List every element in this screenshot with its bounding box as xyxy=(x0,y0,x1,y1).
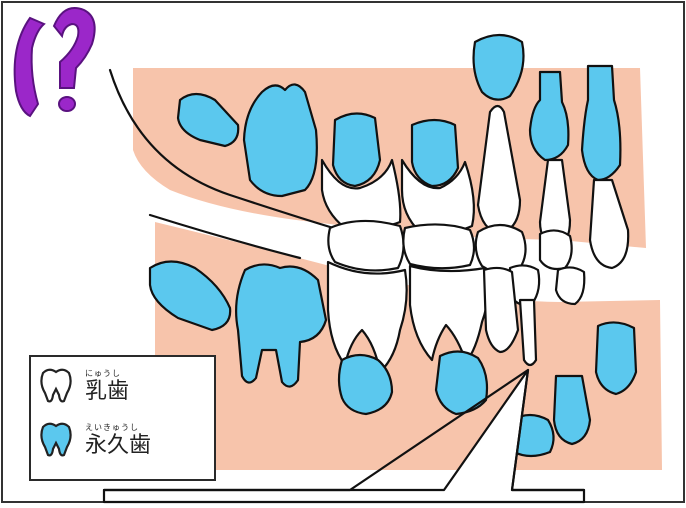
upper-permanent-molar-1 xyxy=(333,113,380,186)
primary-incisor-crown-upper xyxy=(540,230,572,269)
lower-permanent-premolar-2 xyxy=(436,351,487,414)
upper-primary-molar-1-crown xyxy=(403,224,474,268)
upper-primary-molar-2-crown xyxy=(328,221,403,270)
primary-label: 乳歯 xyxy=(85,381,129,403)
upper-permanent-molar-2 xyxy=(244,84,317,196)
permanent-tooth-icon xyxy=(39,421,73,457)
primary-incisor-crown-lower-2 xyxy=(556,267,584,304)
permanent-label: 永久歯 xyxy=(85,435,151,457)
lower-permanent-incisor xyxy=(596,322,636,394)
question-glyph-icon xyxy=(2,0,102,126)
legend-row-permanent: えいきゅうし 永久歯 xyxy=(39,421,151,457)
lower-permanent-canine xyxy=(554,376,590,444)
tooth-legend: にゅうし 乳歯 えいきゅうし 永久歯 xyxy=(29,355,216,481)
primary-ruby: にゅうし xyxy=(85,370,129,378)
upper-permanent-premolar-2 xyxy=(412,120,458,186)
legend-row-primary: にゅうし 乳歯 xyxy=(39,367,129,403)
lower-primary-canine xyxy=(484,268,518,352)
primary-tooth-icon xyxy=(39,367,73,403)
permanent-ruby: えいきゅうし xyxy=(85,424,151,432)
